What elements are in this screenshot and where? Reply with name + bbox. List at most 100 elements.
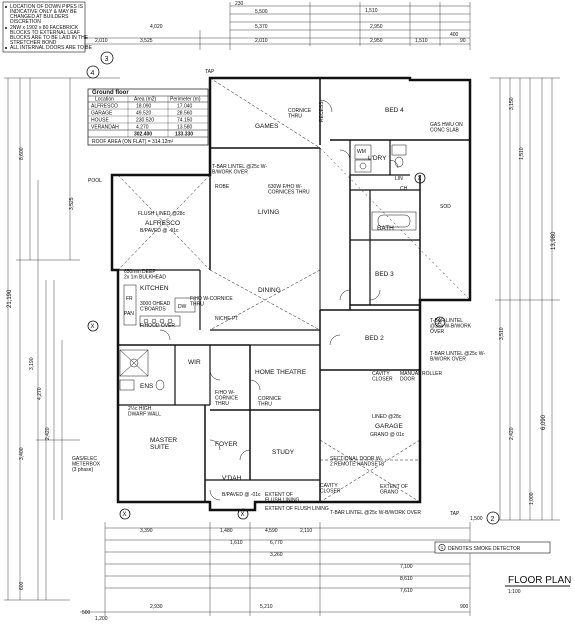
room-dining: DINING <box>258 287 281 294</box>
room-bed2: BED 2 <box>365 335 384 342</box>
dim-label: 2,420 <box>509 427 515 440</box>
dim-label: 8,610 <box>400 576 413 582</box>
dim-label: 1,000 <box>529 492 535 505</box>
dw-label: DW <box>178 304 187 310</box>
wm-label: WM <box>357 149 366 155</box>
lining-extent-label: EXTENT OF FLUSH LINING <box>265 506 329 512</box>
drawing-scale: 1:100 <box>508 589 521 595</box>
room-labels: GAMES BED 4 L'DRY LIVING ALFRESCO BATH B… <box>140 107 404 482</box>
flush-lined-label: FLUSH LINED @28c <box>138 211 186 217</box>
dim-label: 2,950 <box>370 24 383 30</box>
dashed-lines <box>117 77 471 503</box>
building-walls <box>110 76 472 512</box>
room-foyer: FOYER <box>215 441 238 448</box>
svg-text:2: 2 <box>491 516 495 523</box>
linen-label: LIN <box>395 176 403 182</box>
dim-label: 3,525 <box>140 38 153 44</box>
room-living: LIVING <box>258 209 279 216</box>
dim-label: 600 <box>19 581 25 590</box>
room-bath: BATH <box>377 225 394 232</box>
dim-label: 4,020 <box>150 24 163 30</box>
dim-label: 4,590 <box>265 528 278 534</box>
room-alfresco: ALFRESCO <box>145 220 180 227</box>
niche-label: NICHE PT <box>215 316 238 322</box>
title-block: FLOOR PLAN 1:100 <box>505 575 571 595</box>
note-line: DISCRETION <box>10 19 41 25</box>
bottom-dimensions <box>80 522 471 616</box>
dim-label: 90 <box>460 38 466 44</box>
dim-label: 1,480 <box>220 528 233 534</box>
note-line: STRETCHER BOND <box>10 40 57 46</box>
table-cell: 74.150 <box>177 118 193 124</box>
recess-label: RECESS <box>319 101 325 122</box>
room-bed3: BED 3 <box>375 271 394 278</box>
room-study: STUDY <box>272 449 295 456</box>
tap-label: TAP <box>450 511 460 517</box>
dim-label: 1,500 <box>470 516 483 522</box>
dim-label: 3,400 <box>19 447 25 460</box>
cornice-label: 630W F/HO W-CORNICES THRU <box>268 184 310 196</box>
legend-text: DENOTES SMOKE DETECTOR <box>448 546 521 552</box>
grid-marker-4: 4 <box>86 65 100 79</box>
dim-label: 1,510 <box>519 147 525 160</box>
table-cell: GARAGE <box>91 111 113 117</box>
grid-marker-3: 3 <box>100 51 114 65</box>
lintel-label: T-BAR LINTEL @25c W-B/WORK OVER <box>212 164 267 176</box>
sod-label: SOD <box>440 204 451 210</box>
table-header: Location <box>95 97 114 103</box>
room-wir: WIR <box>188 359 201 366</box>
dim-label: 7,100 <box>400 564 413 570</box>
grid-marker-2: 2 <box>486 511 500 525</box>
dim-label: 900 <box>460 604 469 610</box>
fridge-label: FR <box>126 296 133 302</box>
note-line: BLOCKS ARE TO BE LAID IN THE <box>10 35 89 41</box>
svg-text:3: 3 <box>105 56 109 63</box>
dim-label: 6,770 <box>270 540 283 546</box>
top-dimensions <box>84 2 471 50</box>
section-marker-x: X <box>119 508 131 520</box>
table-cell: 4.270 <box>136 125 149 131</box>
dim-label: 3,190 <box>29 357 35 370</box>
paved-label: B/PAVED @ -01c <box>222 492 261 498</box>
note-line: BLOCKS TO EXTERNAL LEAF <box>10 30 80 36</box>
note-line: INDICATIVE ONLY & MAY BE <box>10 9 77 15</box>
pool-label: POOL <box>88 178 102 184</box>
section-marker-x: X <box>87 320 99 332</box>
dim-label: 1,610 <box>230 540 243 546</box>
right-dimensions <box>490 77 560 521</box>
fixtures <box>119 144 417 391</box>
smoke-detector-icon: S <box>441 545 444 550</box>
table-cell: 230.520 <box>136 118 154 124</box>
note-line: 2NW x 1902 x 80 FACEBRICK <box>10 25 79 31</box>
dim-label: 2,110 <box>300 528 312 534</box>
room-kitchen: KITCHEN <box>140 285 169 292</box>
table-cell: 49.520 <box>136 111 152 117</box>
dim-label: 2,420 <box>45 427 51 440</box>
dim-label: 2,010 <box>255 38 268 44</box>
dim-label: 2,950 <box>370 38 383 44</box>
room-bed4: BED 4 <box>385 107 404 114</box>
lined-label: LINED @28c <box>372 414 402 420</box>
smoke-detector-legend: S DENOTES SMOKE DETECTOR <box>434 541 551 554</box>
paved-label: B/PAVED @ -01c <box>140 228 179 234</box>
dim-label: 21,190 <box>7 289 13 308</box>
svg-text:X: X <box>91 324 95 330</box>
dim-label: 4,270 <box>37 387 43 400</box>
table-cell: HOUSE <box>91 118 109 124</box>
pantry-label: PAN <box>124 311 134 317</box>
note-line: CHANGED AT BUILDERS <box>10 14 69 20</box>
room-ensuite: ENS <box>140 383 154 390</box>
table-cell: 17.040 <box>177 104 193 110</box>
dim-label: 1,510 <box>415 38 428 44</box>
